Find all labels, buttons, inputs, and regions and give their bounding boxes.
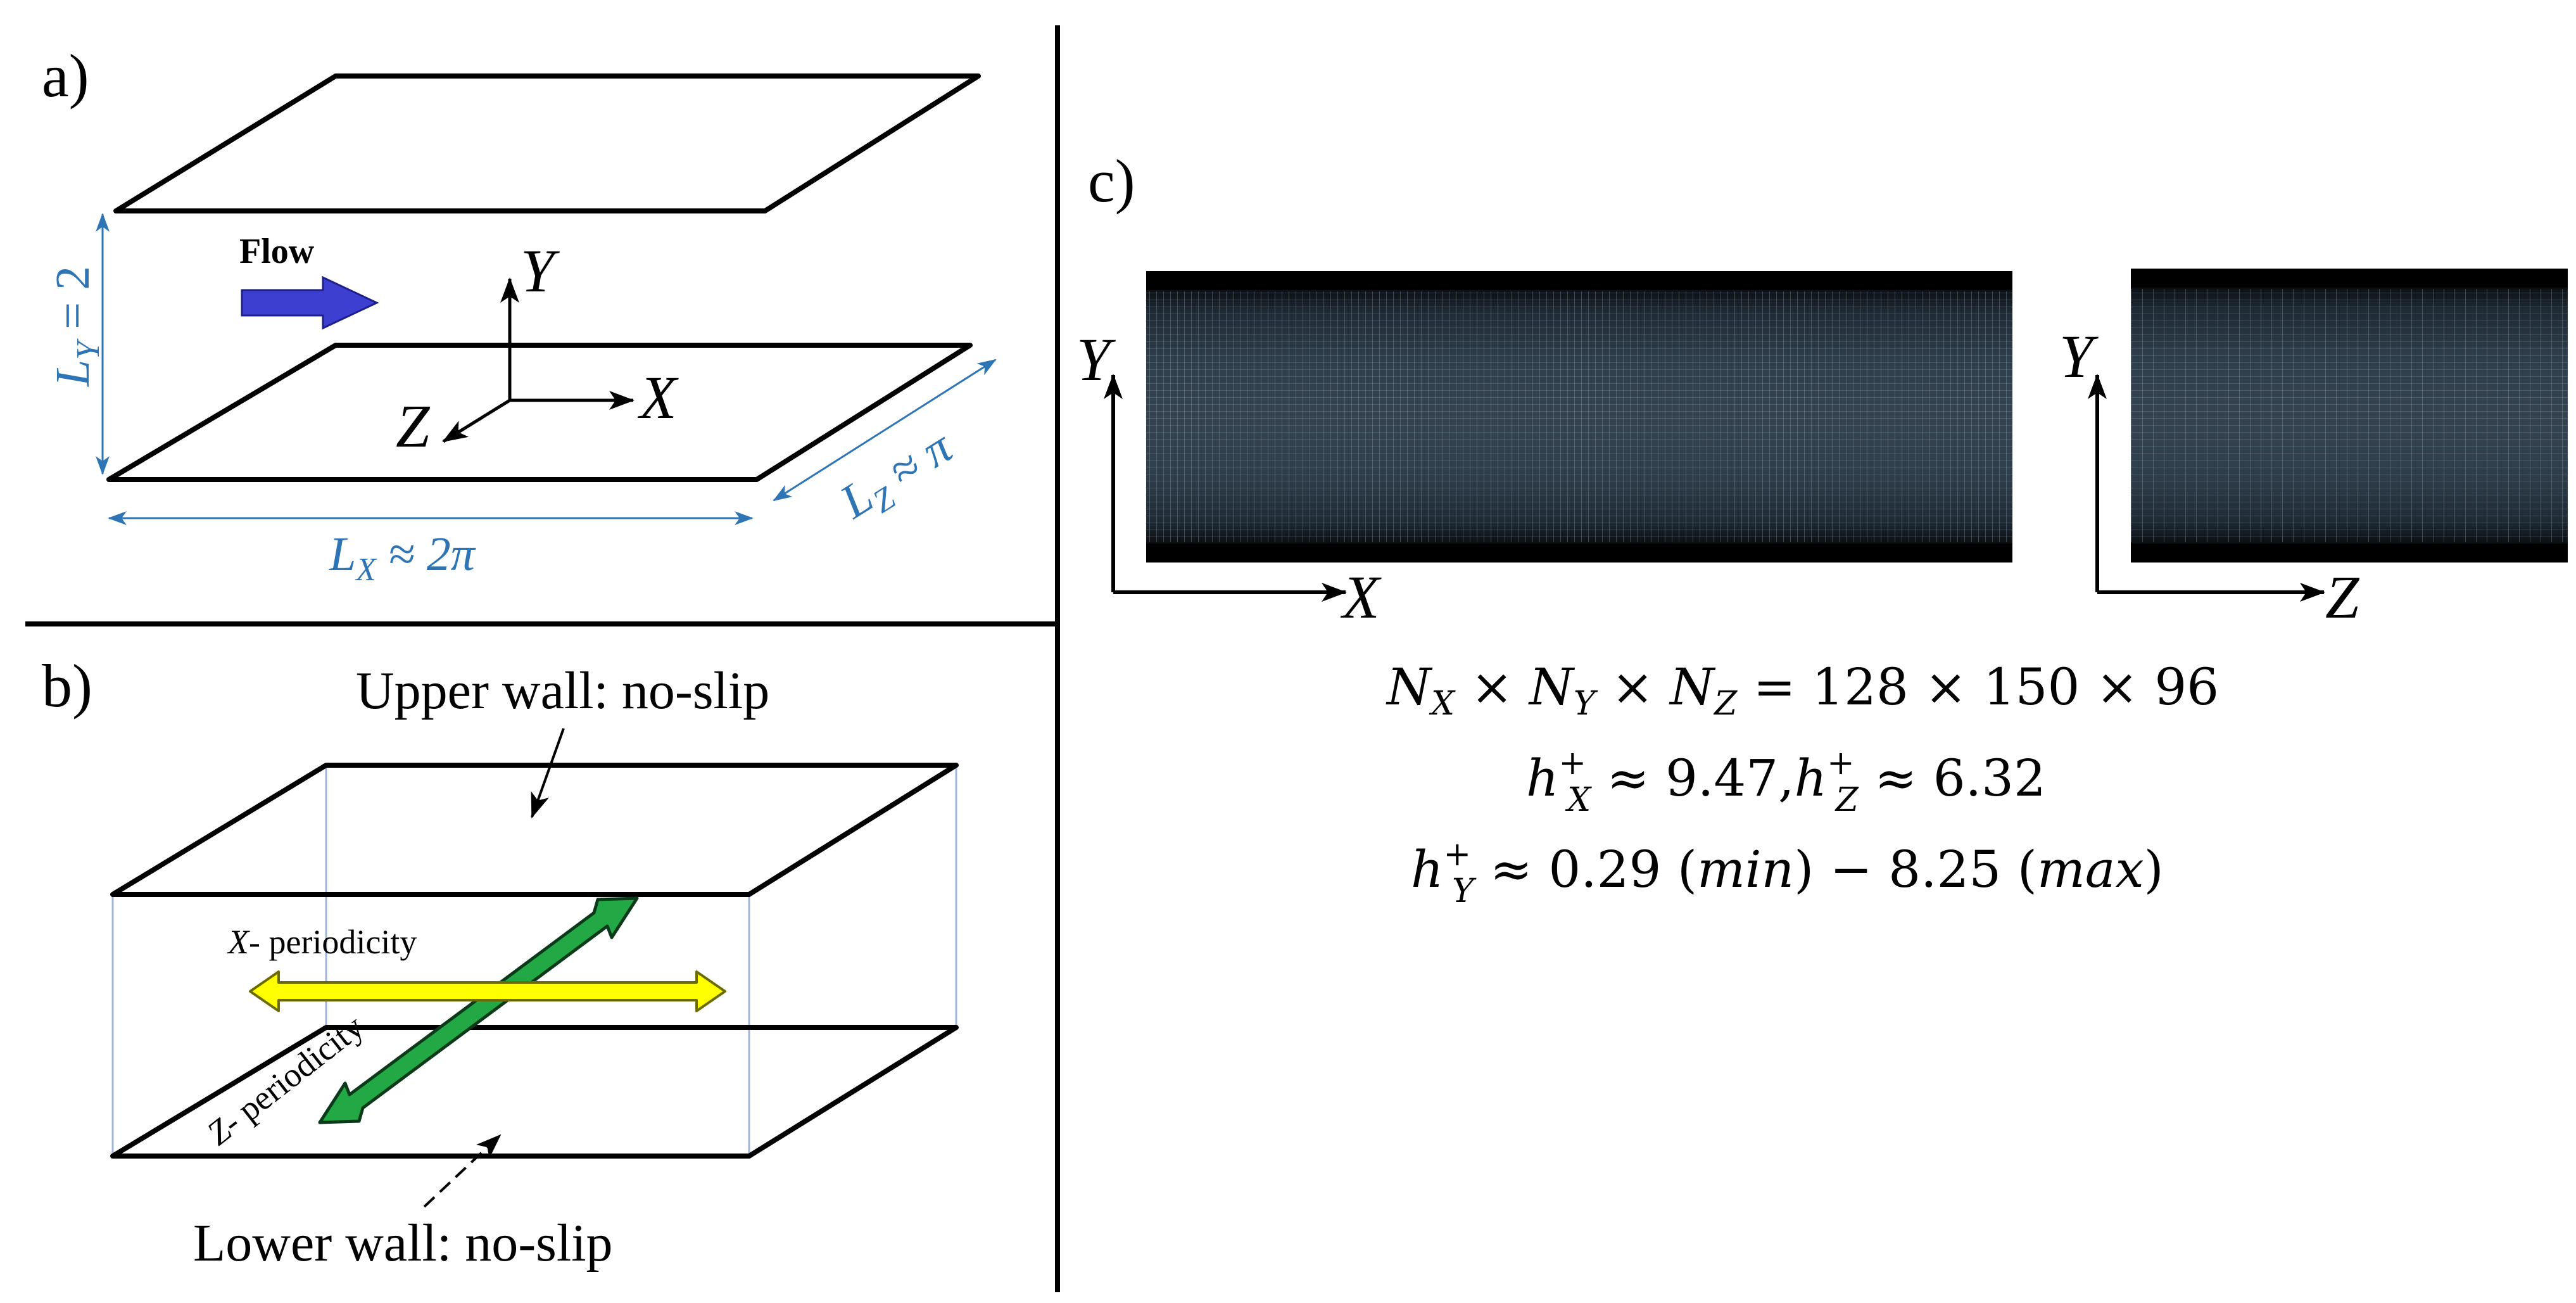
z-periodicity-arrow [318, 896, 639, 1124]
grid-size-equation: NX × NY × NZ = 128 × 150 × 96 [1386, 658, 2219, 723]
flow-arrow [241, 276, 379, 330]
upper-wall-label: Upper wall: no-slip [356, 661, 769, 720]
panel-a: a) LY = 2 LX ≈ 2π LZ ≈ π Flow Y X Z [42, 42, 997, 588]
mesh-xy-y-label: Y [1076, 326, 1116, 393]
lz-dimension-line [773, 359, 997, 502]
panel-c: c) Y X Y Z NX × NY × NZ = 128 × 150 × 96 [1076, 147, 2568, 910]
x-periodicity-arrow [249, 970, 726, 1012]
flow-label: Flow [239, 232, 315, 271]
panel-b-label: b) [42, 652, 92, 720]
ly-label: LY = 2 [46, 266, 106, 387]
resolution-y-equation: h+Y ≈ 0.29 (min) − 8.25 (max) [1411, 836, 2164, 910]
upper-wall-pointer [531, 728, 565, 818]
axis-x-label: X [637, 364, 679, 431]
mesh-xy-x-label: X [1340, 563, 1382, 631]
axis-z-label: Z [396, 392, 431, 460]
lz-label: LZ ≈ π [831, 419, 966, 535]
z-periodicity-label: Z- periodicity [199, 1007, 370, 1152]
resolution-xz-equation: h+X ≈ 9.47,h+Z ≈ 6.32 [1526, 744, 2046, 819]
bottom-plate [106, 343, 973, 482]
lower-wall-pointer [423, 1134, 502, 1208]
mesh-zy-y-label: Y [2059, 322, 2099, 390]
lower-wall-label: Lower wall: no-slip [193, 1214, 613, 1273]
top-plate [113, 73, 981, 213]
panel-a-label: a) [42, 42, 89, 110]
lx-label: LX ≈ 2π [329, 528, 476, 588]
axis-y-label: Y [521, 237, 560, 305]
z-axis-arrow [442, 398, 511, 443]
panel-b: b) Upper wall: no-slip Lower wall: no-sl… [42, 652, 959, 1273]
upper-wall [110, 763, 959, 897]
x-periodicity-label: X- periodicity [227, 923, 417, 961]
mesh-xy [1146, 271, 2012, 563]
panel-c-label: c) [1088, 147, 1135, 215]
mesh-zy [2131, 269, 2568, 563]
lower-wall [110, 1025, 959, 1159]
mesh-zy-z-label: Z [2325, 563, 2360, 631]
